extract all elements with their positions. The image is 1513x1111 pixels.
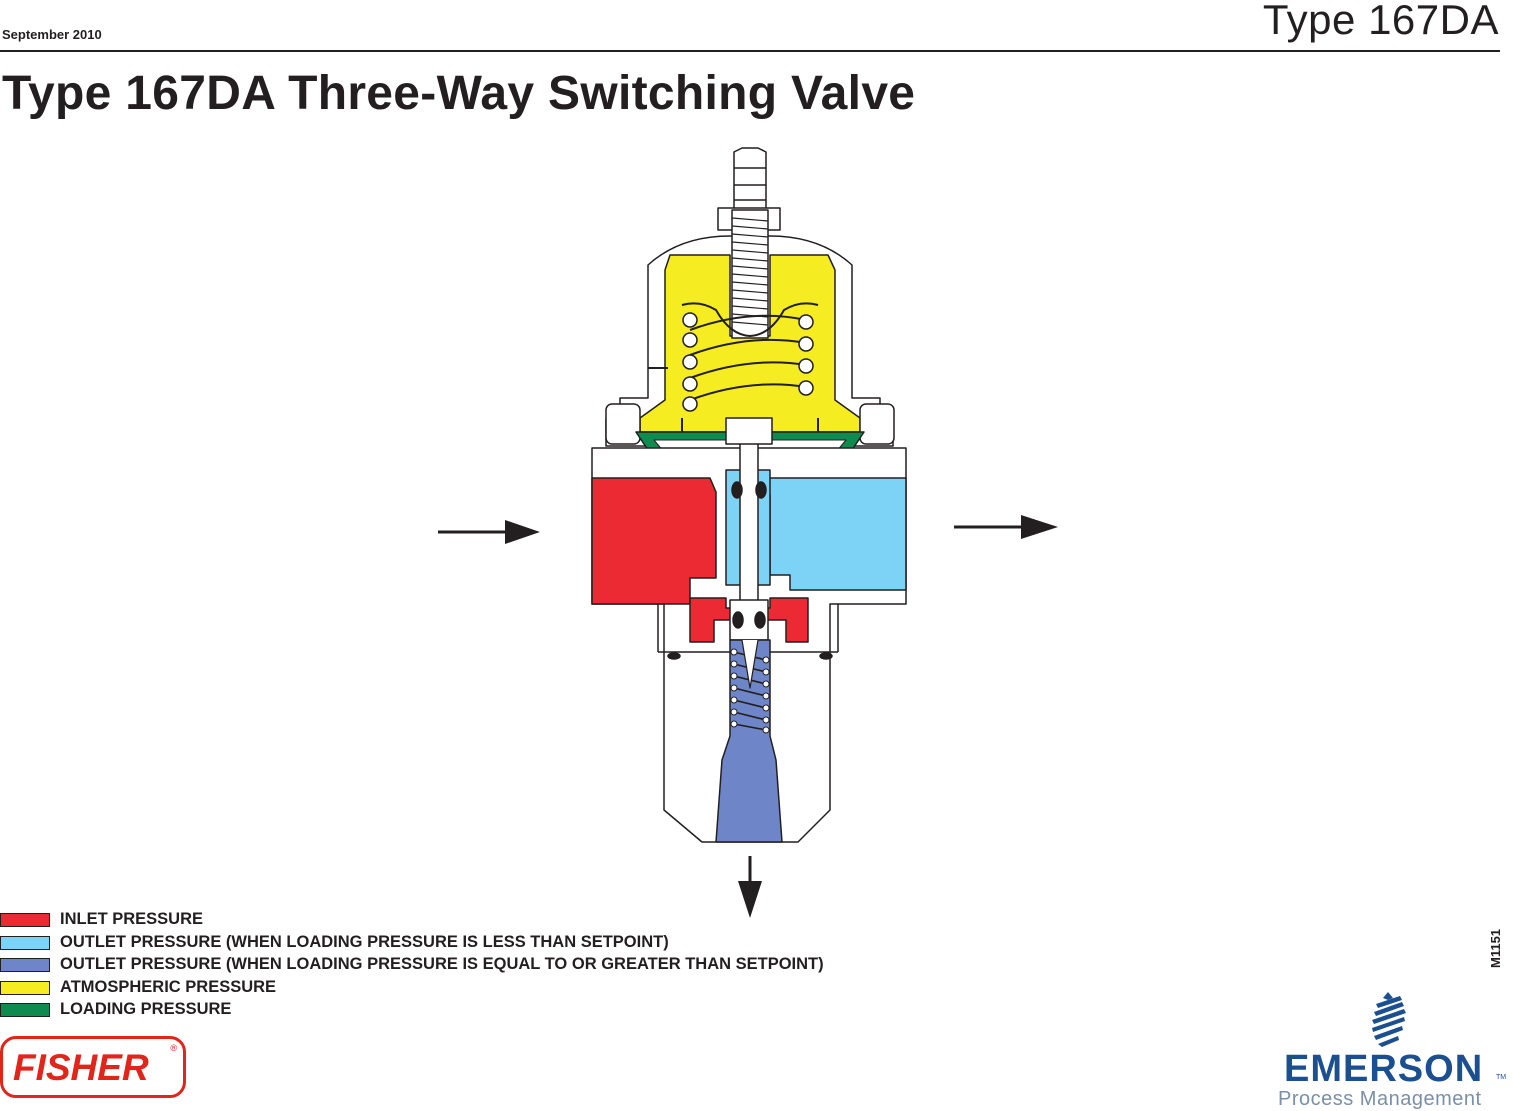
emerson-logo-mark-icon <box>1372 992 1406 1047</box>
lower-spring <box>733 651 767 731</box>
legend-label-outlet-low: OUTLET PRESSURE (WHEN LOADING PRESSURE I… <box>60 932 669 951</box>
outlet-port <box>765 477 907 591</box>
legend-swatch-atmospheric <box>0 980 50 995</box>
legend-label-loading: LOADING PRESSURE <box>60 1000 232 1018</box>
legend-label-atmospheric: ATMOSPHERIC PRESSURE <box>60 977 277 996</box>
drawing-id: M1151 <box>1488 928 1503 968</box>
header-rule <box>0 50 1500 52</box>
legend-swatch-loading <box>0 1003 50 1017</box>
legend-swatch-outlet-high <box>0 958 50 972</box>
legend-swatch-outlet-low <box>0 935 50 950</box>
exhaust-flow-arrow <box>738 856 762 918</box>
upper-spring-seat <box>681 302 819 337</box>
right-bolt <box>859 403 895 445</box>
main-spring <box>689 314 807 401</box>
inlet-flow-arrow <box>438 520 540 544</box>
emerson-subtitle: Process Management <box>1278 1088 1482 1110</box>
fisher-logo: FISHER ® <box>0 1036 186 1098</box>
left-bolt <box>605 403 641 445</box>
legend-label-outlet-high: OUTLET PRESSURE (WHEN LOADING PRESSURE I… <box>60 955 824 973</box>
header-product: Type 167DA <box>1262 0 1499 43</box>
fisher-logo-text: FISHER <box>13 1047 149 1088</box>
emerson-trademark: TM <box>1496 1074 1507 1081</box>
valve-stem <box>739 419 759 611</box>
page-title: Type 167DA Three-Way Switching Valve <box>2 67 916 120</box>
emerson-logo-text: EMERSON <box>1284 1048 1484 1090</box>
header-date: September 2010 <box>2 27 102 42</box>
outlet-flow-arrow <box>954 515 1058 539</box>
legend-label-inlet: INLET PRESSURE <box>60 910 204 928</box>
inlet-port <box>591 477 717 605</box>
legend-swatch-inlet <box>0 913 50 927</box>
registered-mark-icon: ® <box>170 1043 177 1053</box>
